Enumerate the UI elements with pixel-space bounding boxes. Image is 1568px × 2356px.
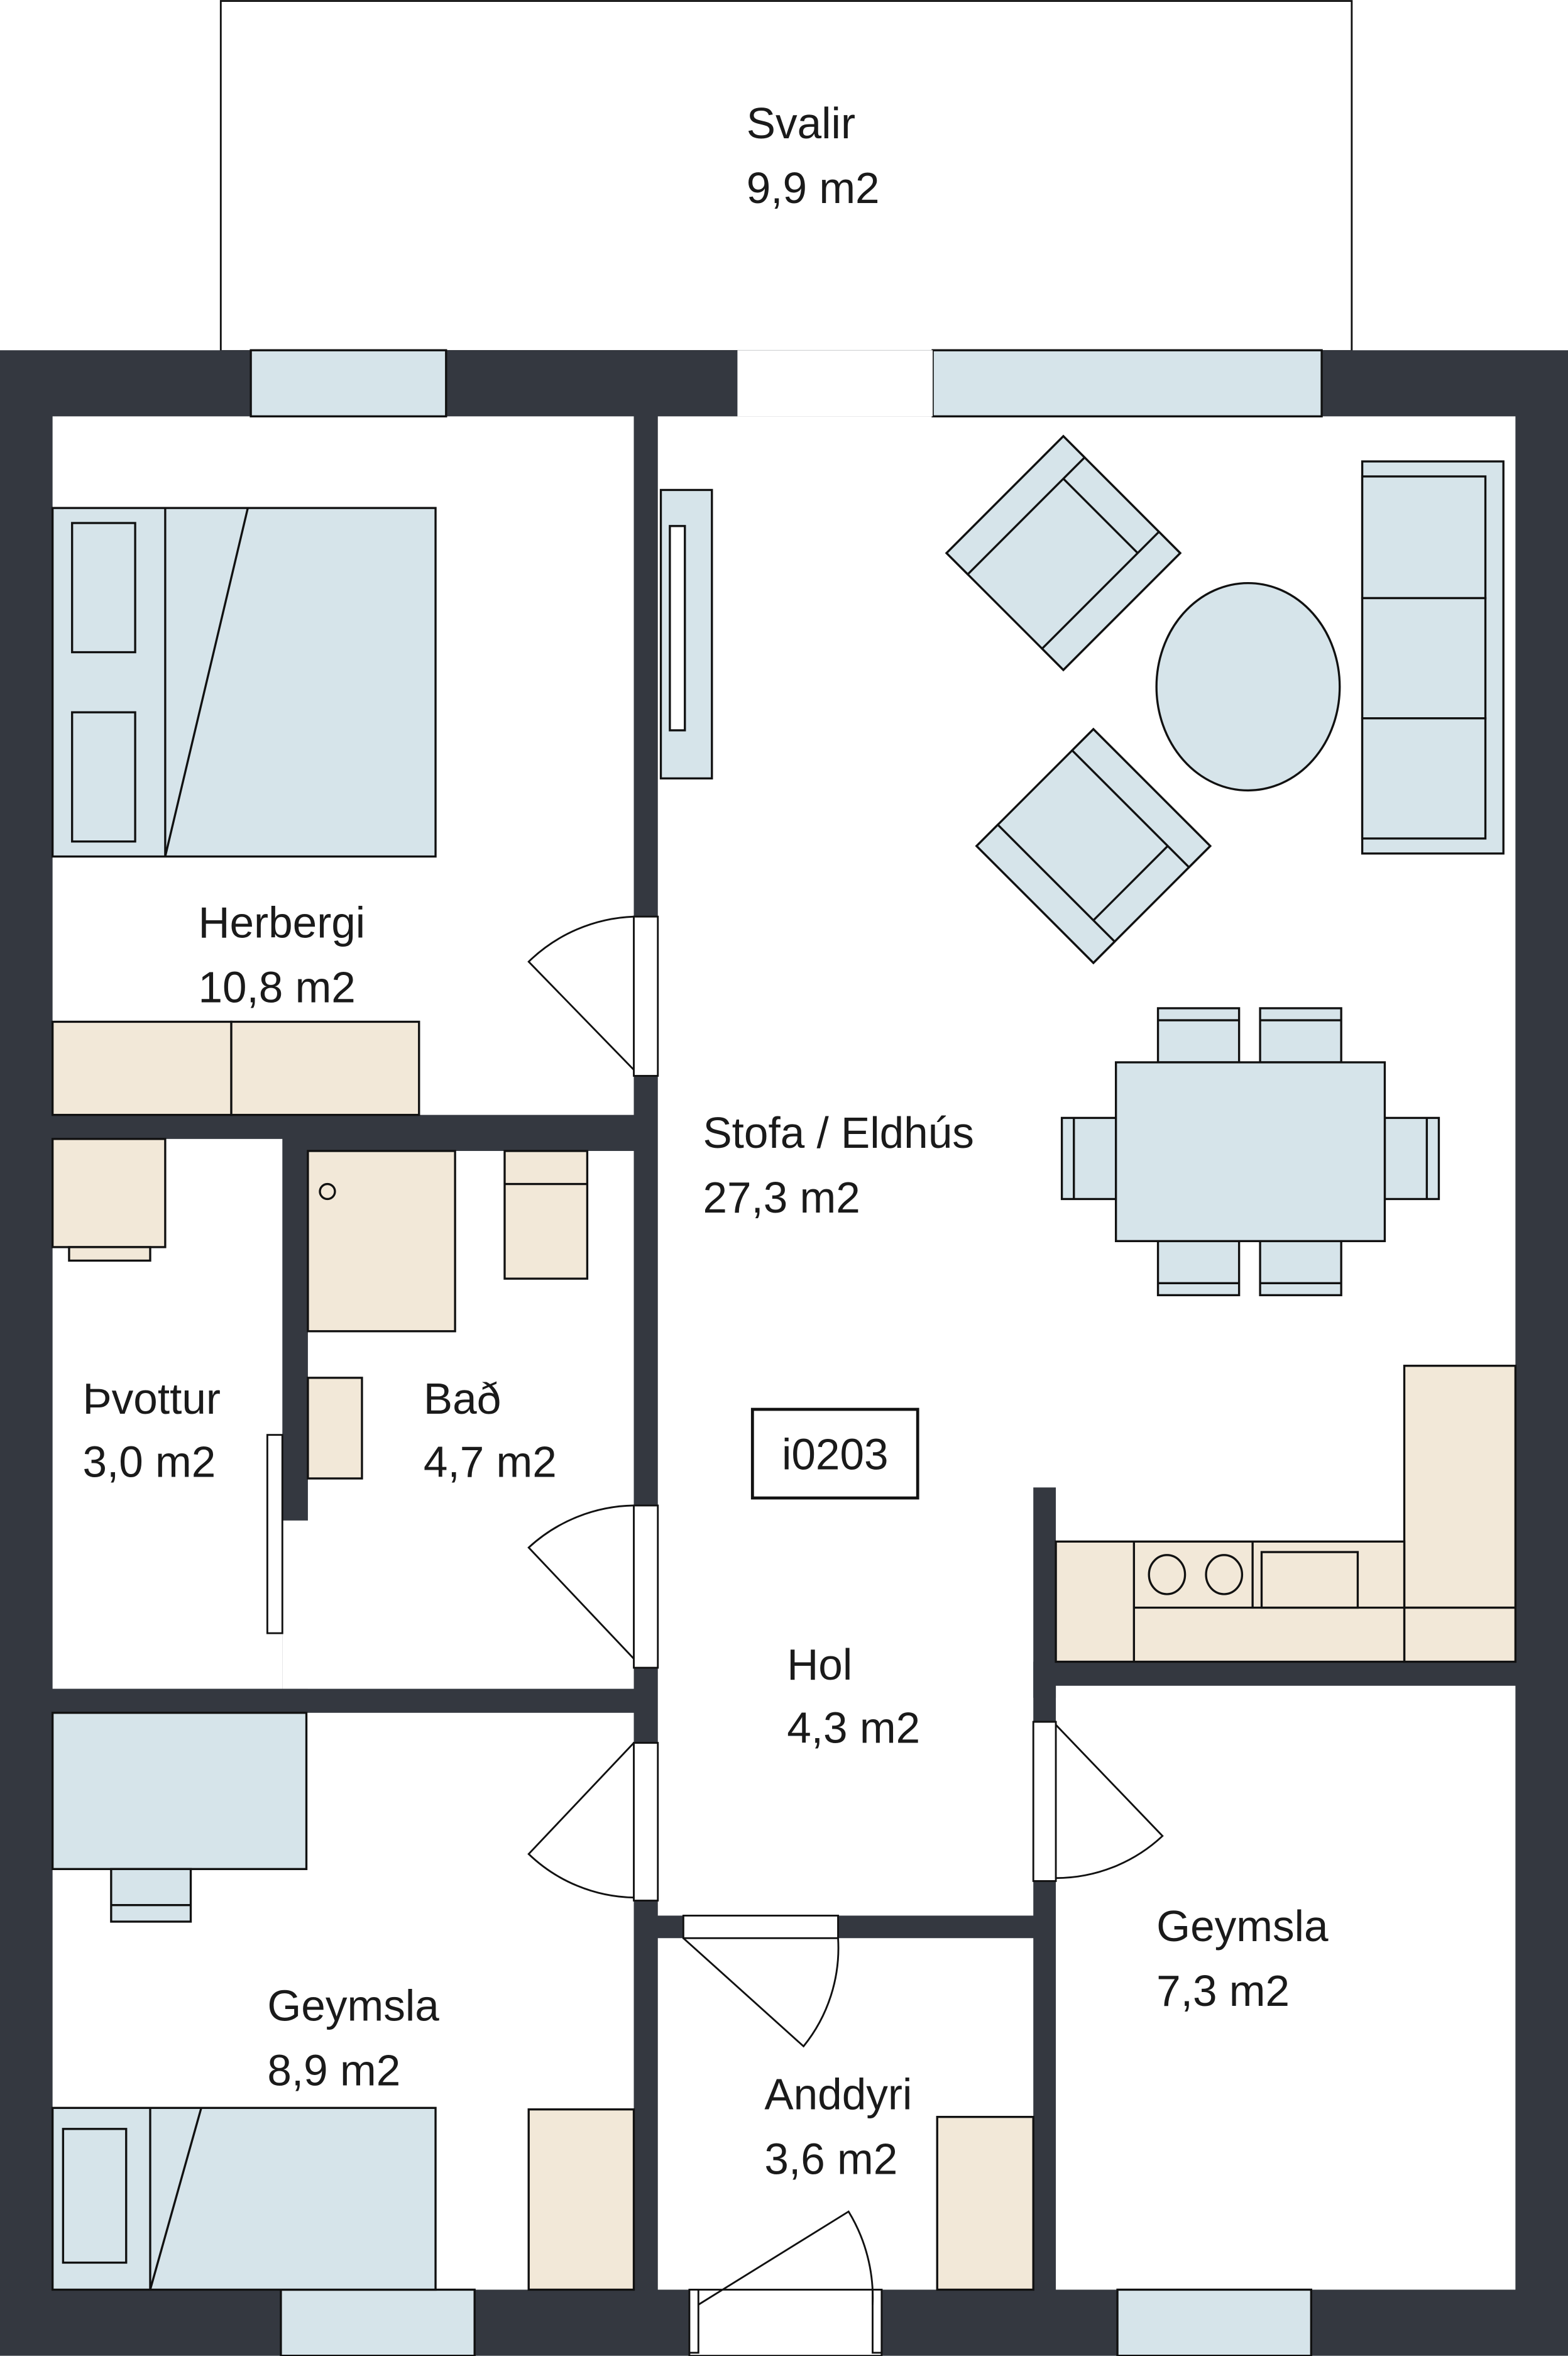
svg-text:Bað: Bað: [424, 1374, 501, 1423]
svg-text:7,3 m2: 7,3 m2: [1156, 1966, 1290, 2015]
sofa: [1361, 460, 1505, 855]
room-label-herbergi: Herbergi 10,8 m2: [198, 898, 365, 1012]
bed: [51, 507, 437, 858]
storage-left-furniture: [51, 1712, 635, 2291]
room-label-geymsla-right: Geymsla 7,3 m2: [1156, 1902, 1329, 2015]
plan-id-badge: i0203: [750, 1407, 919, 1500]
room-label-stofa-eldhus: Stofa / Eldhús 27,3 m2: [703, 1108, 973, 1222]
svg-text:Hol: Hol: [787, 1640, 852, 1689]
svg-text:i0203: i0203: [782, 1430, 889, 1479]
svg-text:Herbergi: Herbergi: [198, 898, 365, 947]
kitchen-wall-stub: [1033, 1487, 1056, 1698]
svg-text:8,9 m2: 8,9 m2: [267, 2045, 400, 2095]
svg-text:10,8 m2: 10,8 m2: [198, 962, 355, 1011]
coffee-table: [1155, 581, 1341, 792]
tv-unit: [659, 488, 713, 779]
dining-set: [1060, 1007, 1440, 1297]
svg-text:Svalir: Svalir: [747, 99, 855, 148]
room-label-anddyri: Anddyri 3,6 m2: [764, 2070, 912, 2184]
room-label-bad: Bað 4,7 m2: [424, 1374, 557, 1486]
svg-text:Þvottur: Þvottur: [82, 1374, 221, 1423]
svg-text:Stofa / Eldhús: Stofa / Eldhús: [703, 1108, 973, 1157]
room-label-geymsla-left: Geymsla 8,9 m2: [267, 1981, 439, 2095]
svg-text:4,3 m2: 4,3 m2: [787, 1704, 920, 1753]
armchair-1: [945, 434, 1182, 672]
armchair-2: [975, 727, 1212, 965]
doors[interactable]: [266, 915, 1164, 2356]
kitchen-counter: [1055, 1365, 1517, 1663]
entry-closet: [936, 2115, 1034, 2291]
svg-text:Geymsla: Geymsla: [1156, 1902, 1329, 1951]
svg-text:9,9 m2: 9,9 m2: [747, 163, 880, 212]
balcony: [219, 0, 1353, 352]
windows: [249, 349, 1323, 2356]
svg-text:3,6 m2: 3,6 m2: [764, 2134, 897, 2183]
stove-burner: [1148, 1554, 1187, 1595]
room-label-svalir: Svalir 9,9 m2: [747, 99, 880, 212]
balcony-door-opening[interactable]: [737, 350, 933, 417]
svg-text:4,7 m2: 4,7 m2: [424, 1438, 557, 1487]
svg-text:Geymsla: Geymsla: [267, 1981, 439, 2030]
room-label-hol: Hol 4,3 m2: [787, 1640, 920, 1752]
svg-text:3,0 m2: 3,0 m2: [82, 1438, 216, 1487]
bath-fixtures: [307, 1150, 589, 1480]
stove-burner: [1205, 1554, 1244, 1595]
svg-text:27,3 m2: 27,3 m2: [703, 1173, 860, 1222]
sink: [1260, 1551, 1359, 1609]
room-label-thvottur: Þvottur 3,0 m2: [82, 1374, 221, 1486]
laundry-fixtures: [51, 1138, 167, 1262]
wardrobe: [51, 1020, 420, 1116]
svg-text:Anddyri: Anddyri: [764, 2070, 912, 2119]
